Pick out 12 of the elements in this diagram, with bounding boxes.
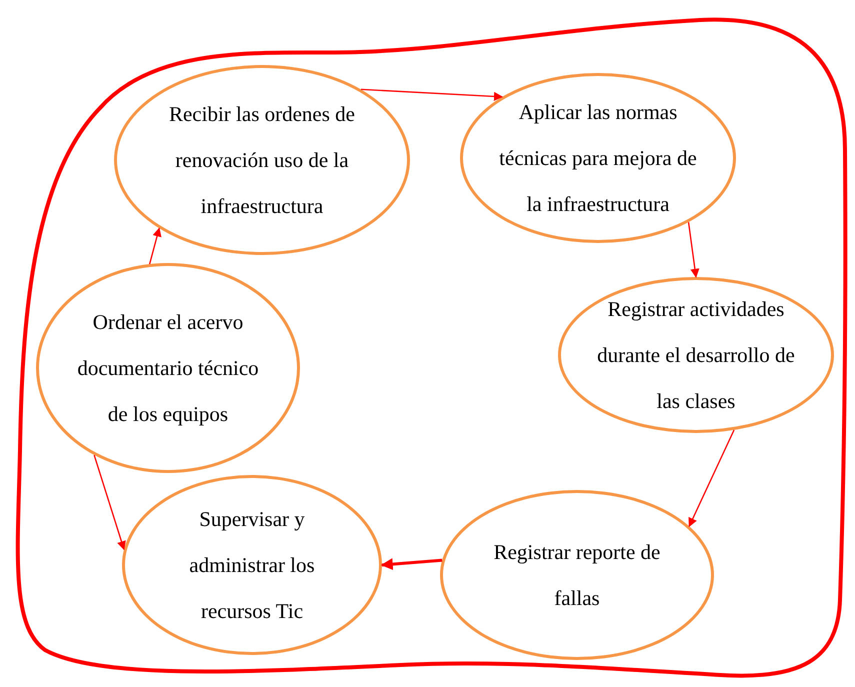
arrow bbox=[688, 222, 700, 278]
node-text: Aplicar las normas técnicas para mejora de la infraestructura bbox=[498, 99, 698, 218]
arrow bbox=[361, 88, 504, 101]
arrow bbox=[149, 227, 162, 264]
node-text: Recibir las ordenes de renovación uso de la infraestructura bbox=[168, 101, 356, 220]
arrow bbox=[94, 454, 126, 550]
arrow bbox=[380, 558, 442, 570]
node-text: Registrar reporte de fallas bbox=[492, 539, 662, 612]
node-text: Ordenar el acervo documentario técnico de los equipos bbox=[76, 309, 260, 428]
node-text: Supervisar y administrar los recursos Tic bbox=[188, 506, 316, 625]
arrow bbox=[688, 430, 735, 528]
node-text: Registrar actividades durante el desarrollo de las clases bbox=[596, 296, 796, 415]
